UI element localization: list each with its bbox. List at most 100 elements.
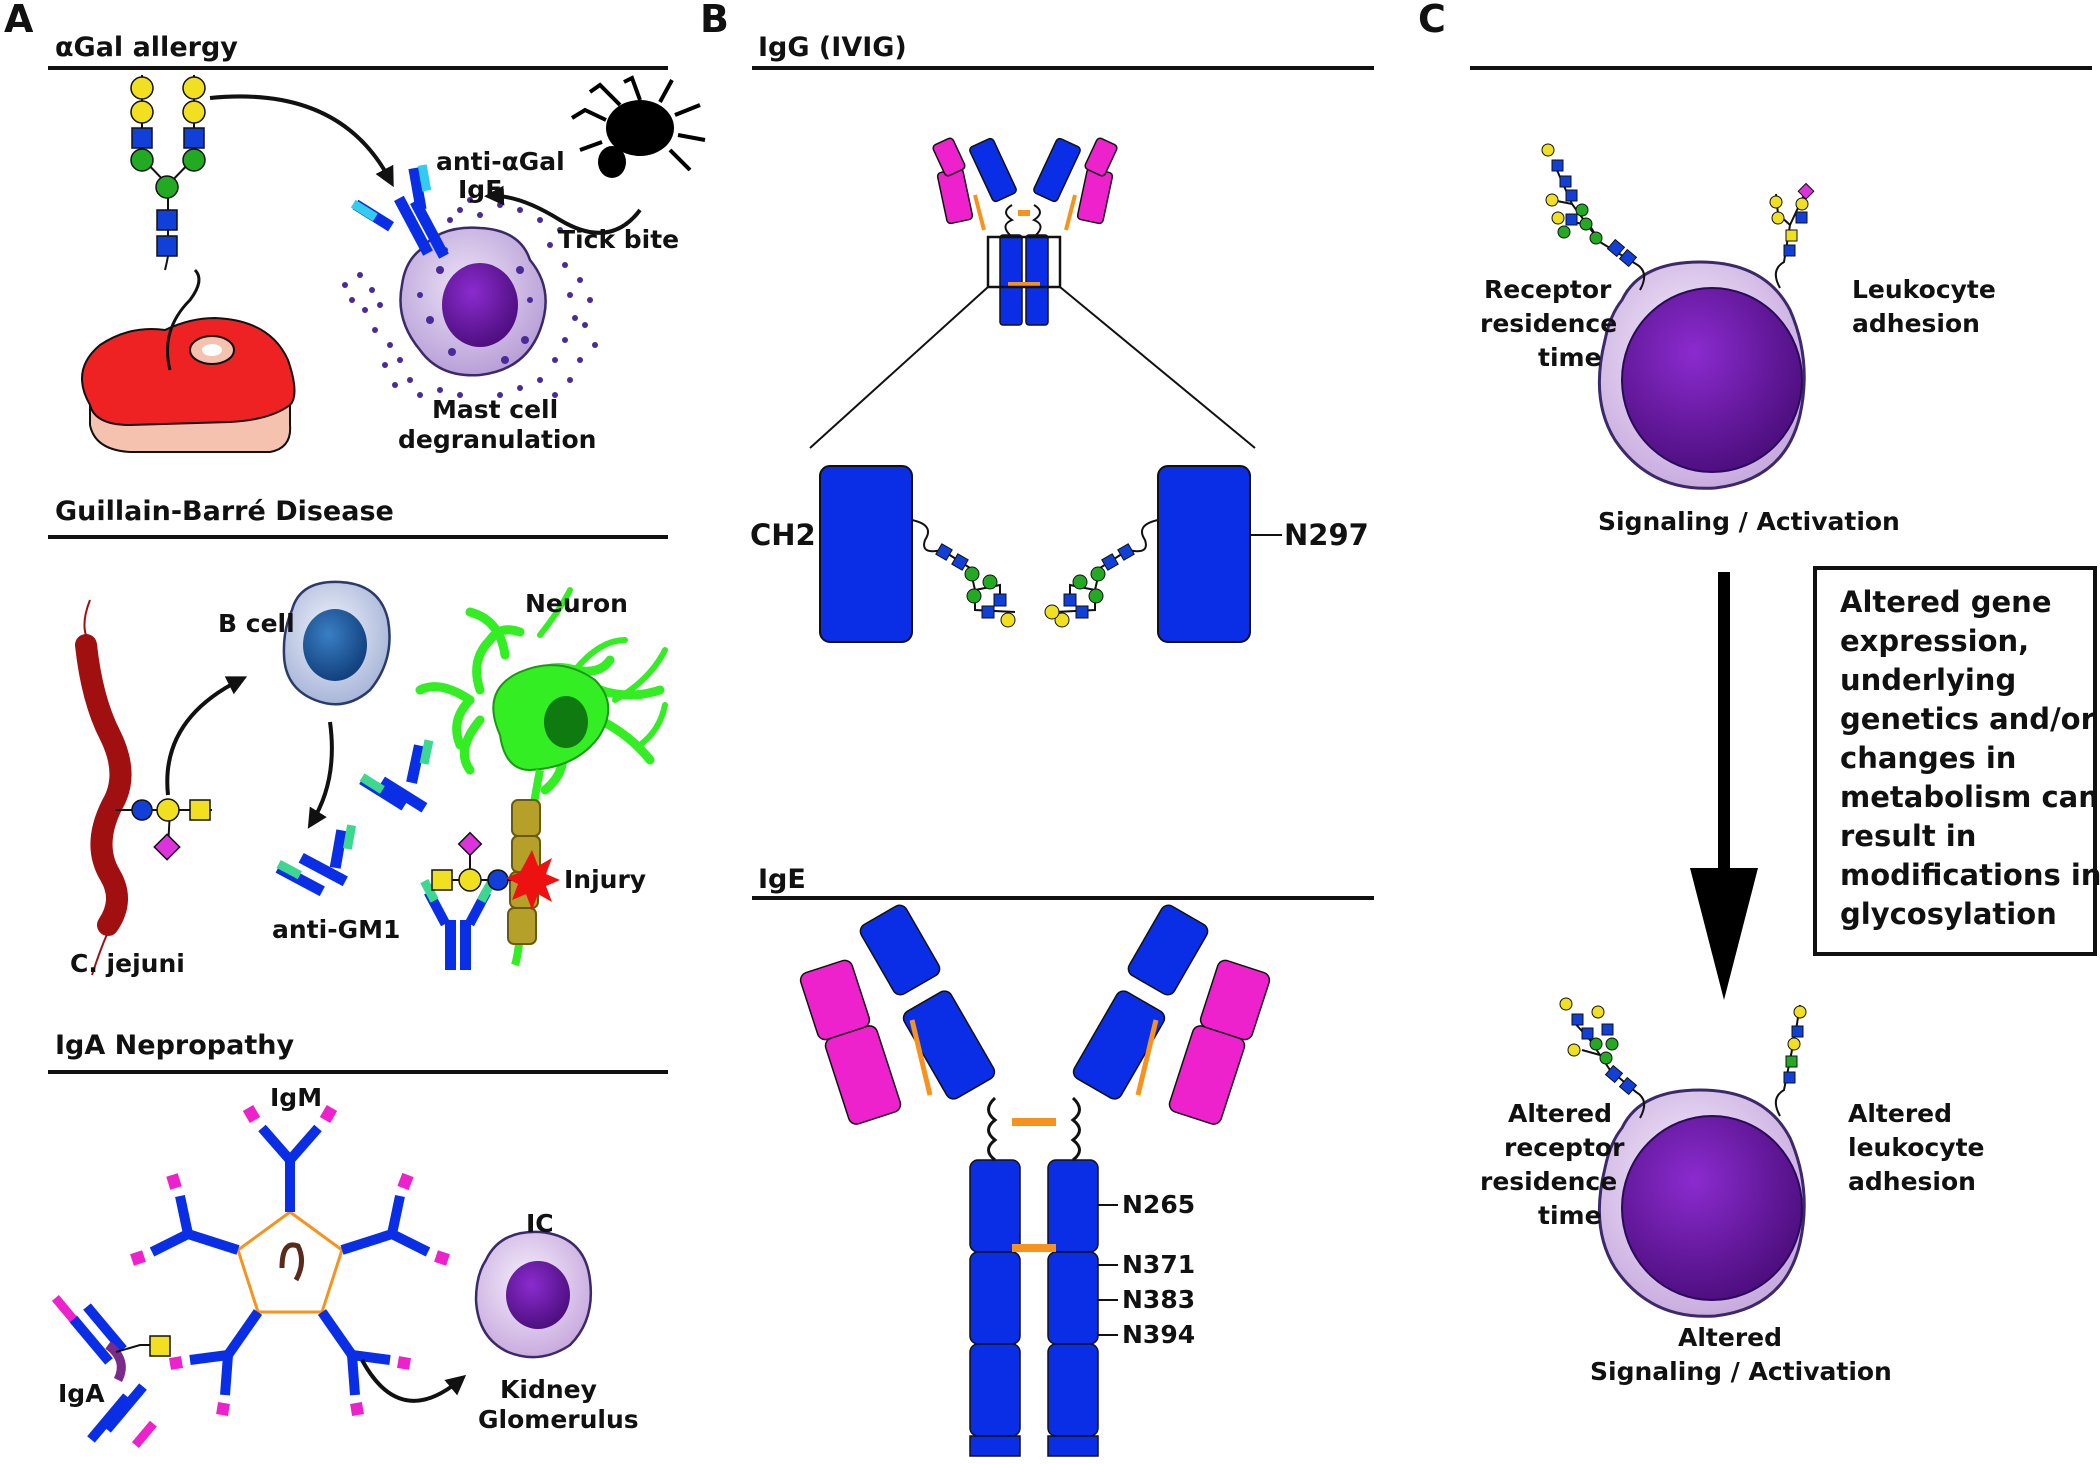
- agal-glycan: [130, 75, 206, 371]
- bacterium-label: C. jejuni: [70, 949, 185, 978]
- box-line-1: Altered gene: [1840, 585, 2051, 619]
- box-line-6: metabolism can: [1840, 780, 2099, 814]
- iga-label: IgA: [58, 1379, 105, 1408]
- meat-steak-icon: [81, 316, 296, 453]
- agal-section: αGal allergy: [48, 32, 706, 454]
- igg-antibody-icon: [932, 137, 1118, 326]
- after-bottom-label-1: Altered: [1678, 1323, 1782, 1352]
- ige-section: IgE: [752, 864, 1374, 1457]
- neuron-icon: [415, 587, 668, 967]
- box-line-4: genetics and/or: [1840, 702, 2096, 736]
- before-right-label-1: Leukocyte: [1852, 275, 1996, 304]
- after-right-label-3: adhesion: [1848, 1167, 1976, 1196]
- injury-burst-icon: [506, 850, 560, 910]
- anti-gm1-antibody: [275, 824, 357, 897]
- injury-glycan: [431, 831, 515, 892]
- box-line-2: expression,: [1840, 624, 2029, 658]
- igm-label: IgM: [270, 1083, 322, 1112]
- mast-cell-label-2: degranulation: [398, 425, 596, 454]
- iga-heading: IgA Nepropathy: [55, 1030, 294, 1061]
- gbs-divider: [48, 535, 668, 539]
- before-right-label-2: adhesion: [1852, 309, 1980, 338]
- iga-divider: [48, 1070, 668, 1074]
- tick-bite-arrow: [484, 185, 642, 235]
- bcell-to-antibody-arrow: [307, 721, 334, 829]
- igg-n297-glycan-right: [1044, 543, 1135, 628]
- ige-antibody-icon: [799, 904, 1271, 1457]
- panel-c-divider: [1470, 66, 2092, 70]
- ige-site-n394: N394: [1122, 1320, 1195, 1349]
- ige-site-n265: N265: [1122, 1190, 1195, 1219]
- gbs-heading: Guillain-Barré Disease: [55, 496, 394, 527]
- mast-cell-label-1: Mast cell: [432, 395, 558, 424]
- gbs-section: Guillain-Barré Disease C. jejuni: [48, 496, 668, 978]
- change-explanation-box: Altered gene expression, underlying gene…: [1813, 566, 2100, 956]
- free-antibodies: [359, 739, 496, 970]
- iga-to-ic-arrow: [360, 1359, 467, 1403]
- panel-letter-b: B: [700, 0, 729, 41]
- ic-label: IC: [526, 1209, 554, 1238]
- cell-before-glycans: [1541, 143, 1815, 291]
- box-line-7: result in: [1840, 819, 1976, 853]
- iga-section: IgA Nepropathy IgA: [48, 1030, 668, 1448]
- bacterium-to-bcell-arrow: [165, 676, 248, 796]
- zoom-line-left: [809, 286, 989, 449]
- injury-label: Injury: [564, 865, 646, 894]
- cell-after-glycans: [1559, 997, 1807, 1119]
- b-cell-icon: [282, 580, 391, 706]
- ch2-zoom: [819, 465, 1282, 643]
- before-bottom-label: Signaling / Activation: [1598, 507, 1900, 536]
- before-left-label-2: residence: [1480, 309, 1617, 338]
- panel-letter-c: C: [1418, 0, 1446, 41]
- igg-section: IgG (IVIG): [750, 32, 1374, 643]
- ige-heading: IgE: [758, 864, 806, 895]
- cell-before: [1597, 260, 1806, 490]
- agal-arrow-to-ige: [209, 94, 394, 188]
- agal-antibody-label-1: anti-αGal: [436, 147, 565, 176]
- gm1-glycan-bacterium: [115, 798, 212, 861]
- ige-divider: [752, 896, 1374, 900]
- after-right-label-1: Altered: [1848, 1099, 1952, 1128]
- box-line-8: modifications in: [1840, 858, 2100, 892]
- after-left-label-3: residence: [1480, 1167, 1617, 1196]
- mast-cell-ige: [350, 164, 449, 259]
- mast-cell: [342, 197, 598, 398]
- after-left-label-4: time: [1538, 1201, 1602, 1230]
- transition-arrow-icon: [1690, 572, 1758, 1000]
- anti-gm1-label: anti-GM1: [272, 915, 400, 944]
- agal-heading: αGal allergy: [55, 32, 238, 63]
- b-cell-label: B cell: [218, 609, 295, 638]
- before-left-label-3: time: [1538, 343, 1602, 372]
- after-bottom-label-2: Signaling / Activation: [1590, 1357, 1892, 1386]
- ic-cell-icon: [474, 1230, 592, 1359]
- after-left-label-1: Altered: [1508, 1099, 1612, 1128]
- panel-c: C: [1418, 0, 2100, 1386]
- n297-label: N297: [1284, 518, 1369, 552]
- after-left-label-2: receptor: [1504, 1133, 1625, 1162]
- before-left-label-1: Receptor: [1484, 275, 1612, 304]
- igg-n297-glycan-left: [935, 543, 1016, 628]
- ige-site-n383: N383: [1122, 1285, 1195, 1314]
- tick-bite-label: Tick bite: [558, 225, 679, 254]
- iga-dimer: [51, 1295, 171, 1448]
- igm-pentamer: [130, 1104, 450, 1416]
- tick-icon: [570, 75, 706, 178]
- agal-divider: [48, 66, 668, 70]
- panel-a: A αGal allergy: [4, 0, 706, 1448]
- after-right-label-2: leukocyte: [1848, 1133, 1984, 1162]
- ch2-label: CH2: [750, 518, 816, 552]
- c-jejuni-icon: [75, 599, 132, 976]
- igg-divider: [752, 66, 1374, 70]
- neuron-label: Neuron: [525, 589, 628, 618]
- box-line-5: changes in: [1840, 741, 2016, 775]
- panel-letter-a: A: [4, 0, 34, 41]
- kidney-label-1: Kidney: [500, 1375, 597, 1404]
- zoom-line-right: [1059, 286, 1256, 449]
- cell-after: [1597, 1088, 1806, 1318]
- panel-b: B IgG (IVIG): [700, 0, 1374, 1457]
- igg-heading: IgG (IVIG): [758, 32, 907, 63]
- box-line-9: glycosylation: [1840, 897, 2057, 931]
- ige-site-n371: N371: [1122, 1250, 1195, 1279]
- agal-antibody-label-2: IgE: [458, 175, 502, 204]
